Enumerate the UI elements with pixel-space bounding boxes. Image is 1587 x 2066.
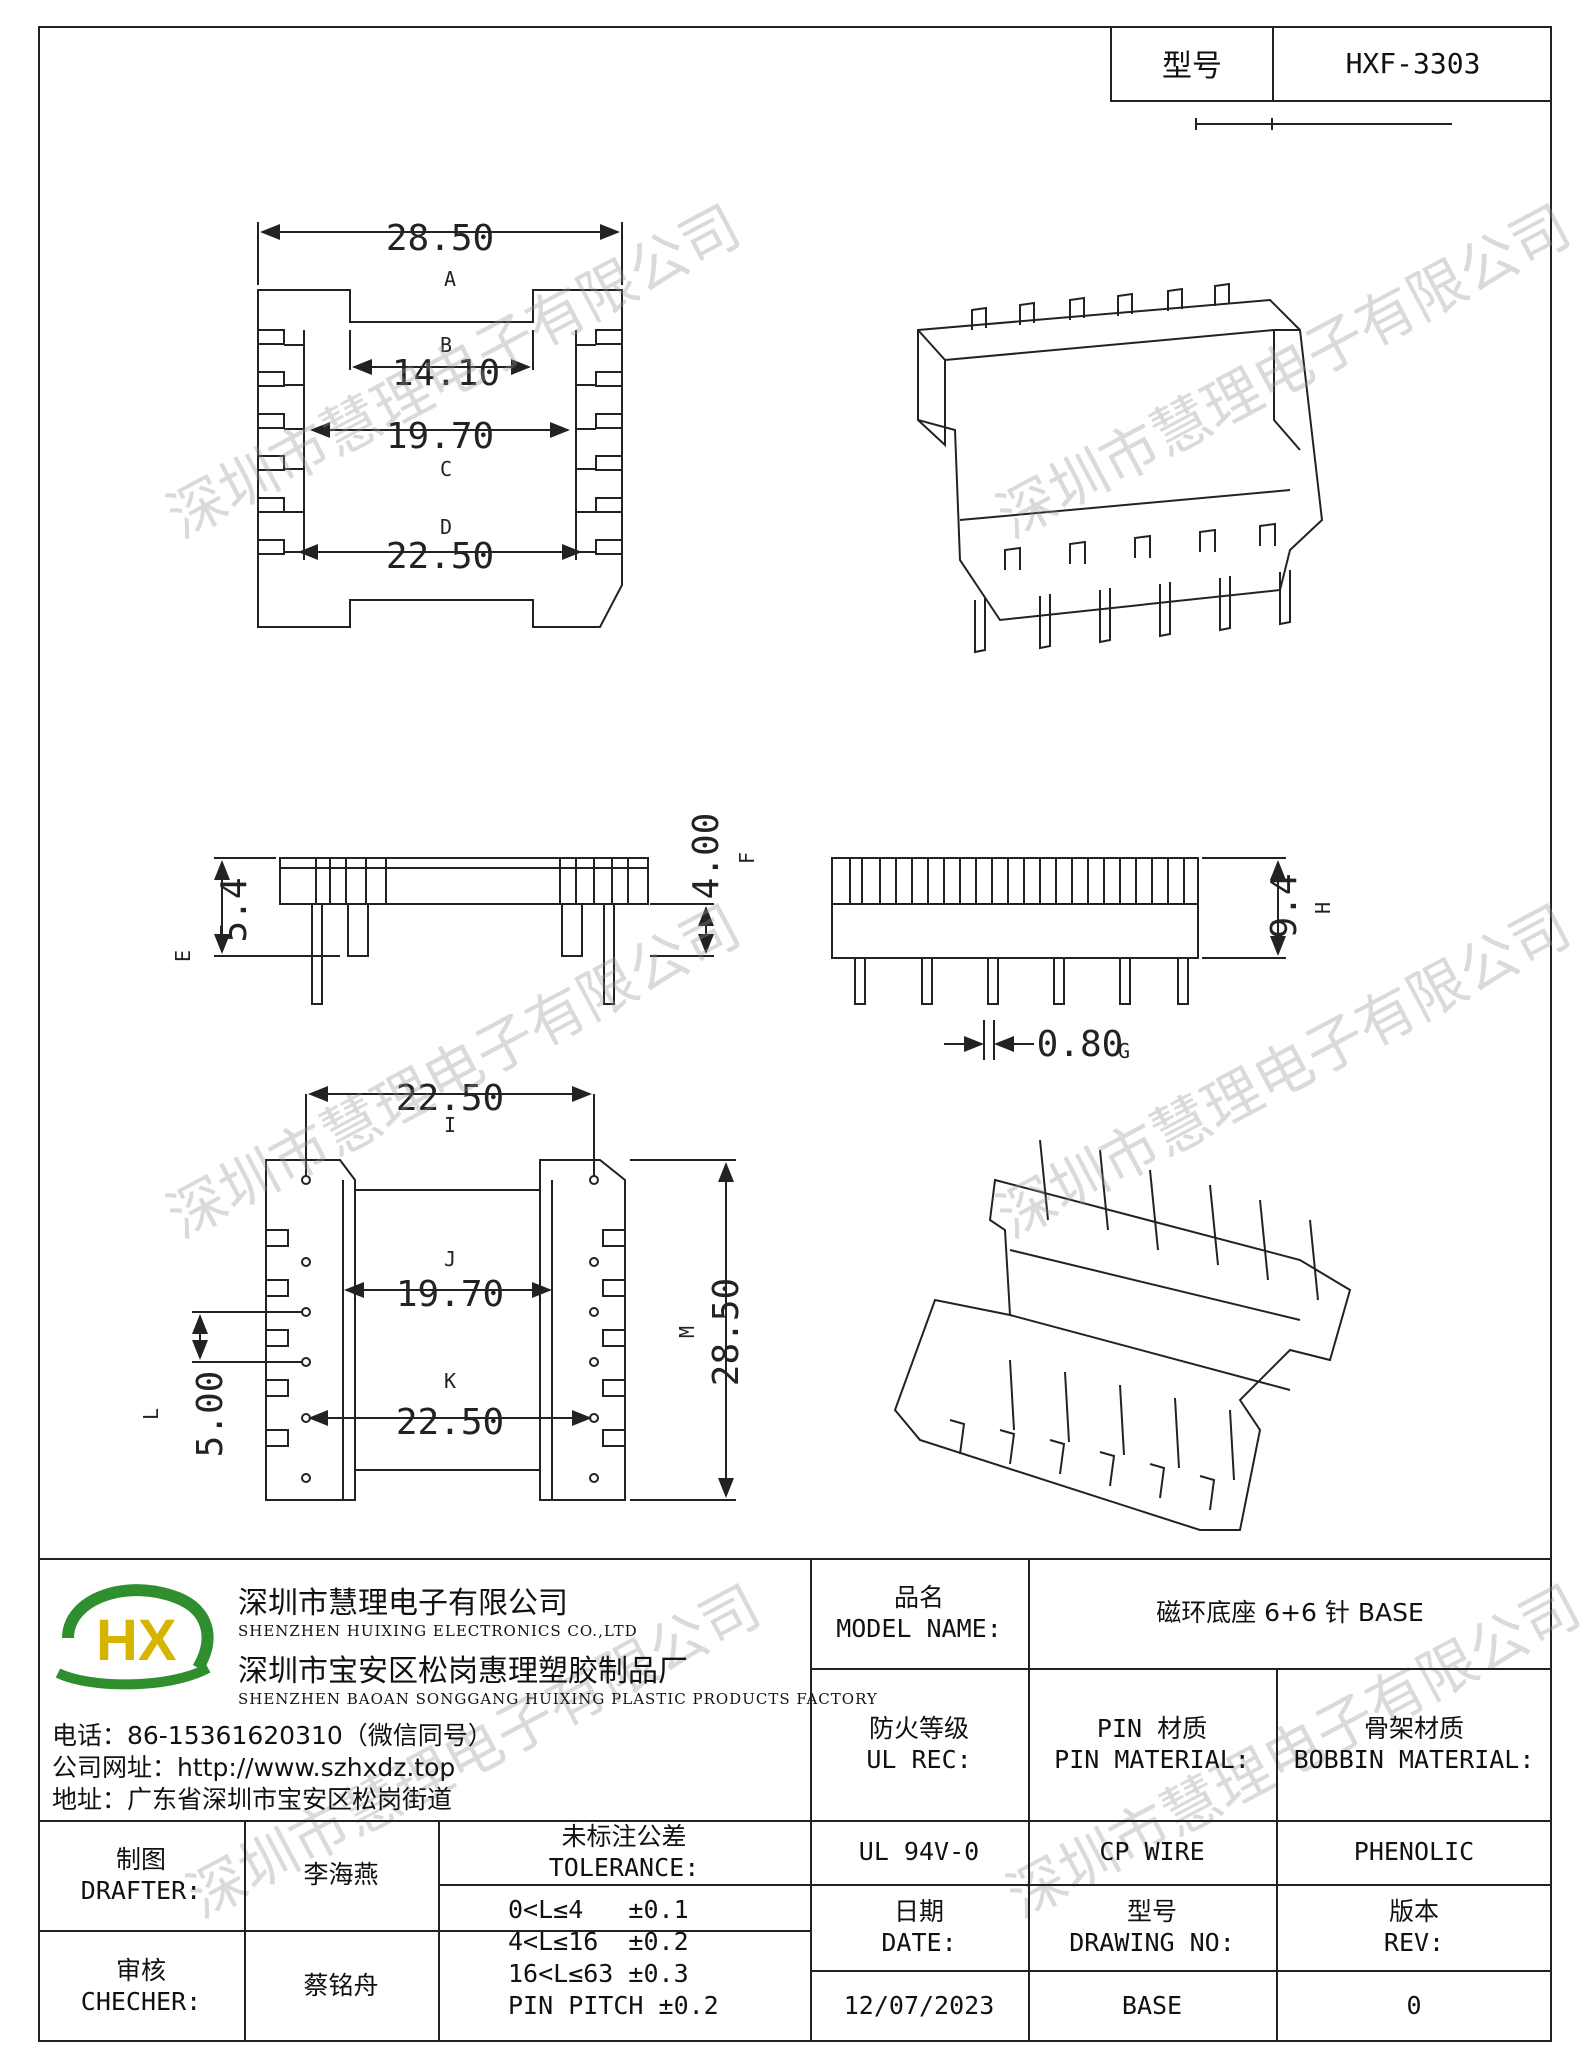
- ul-rec-label-cn: 防火等级: [868, 1713, 969, 1743]
- checker-name: 蔡铭舟: [303, 1971, 379, 2001]
- dim-b-tag: B: [440, 333, 452, 357]
- drafter-label-cn: 制图: [115, 1844, 166, 1874]
- bobbin-material-value: PHENOLIC: [1353, 1837, 1475, 1867]
- drafter-label: 制图 DRAFTER:: [38, 1820, 244, 1930]
- dim-k-tag: K: [444, 1369, 456, 1393]
- dim-l-tag: L: [139, 1408, 163, 1420]
- dim-j-value: 19.70: [396, 1274, 504, 1315]
- dim-h-tag: H: [1311, 902, 1335, 914]
- rev-value: 0: [1406, 1991, 1422, 2021]
- drawing-no-value: BASE: [1121, 1991, 1183, 2021]
- dim-b-value: 14.10: [392, 353, 500, 394]
- dim-d-value: 22.50: [386, 536, 494, 577]
- ul-value: UL 94V-0: [858, 1837, 980, 1867]
- date-label: 日期 DATE:: [810, 1884, 1028, 1970]
- dim-c-tag: C: [440, 457, 452, 481]
- dim-j-tag: J: [444, 1247, 456, 1271]
- top-view-outline: [257, 289, 623, 628]
- date-value: 12/07/2023: [843, 1991, 995, 2021]
- side-view-right: [831, 857, 1199, 1005]
- drawing-no-label-en: DRAWING NO:: [1069, 1928, 1235, 1957]
- bobbin-material-label-cn: 骨架材质: [1363, 1713, 1464, 1743]
- drawing-no-label-cn: 型号: [1126, 1896, 1177, 1926]
- company-website: 公司网址：http://www.szhxdz.top: [52, 1753, 456, 1782]
- pin-material-label-en: PIN MATERIAL:: [1054, 1745, 1250, 1774]
- ul-rec-label-en: UL REC:: [866, 1745, 972, 1774]
- company-logo: HX: [55, 1584, 214, 1690]
- model-name-label: 品名 MODEL NAME:: [810, 1558, 1028, 1668]
- drawing-sheet-border: [38, 26, 1552, 2042]
- dim-f-tag: F: [735, 852, 759, 864]
- dim-f-value: 4.00: [686, 813, 727, 900]
- tolerance-row: 0<L≤4 ±0.1: [508, 1895, 689, 1924]
- company-info: HX 深圳市慧理电子有限公司 SHENZHEN HUIXING ELECTRON…: [38, 1558, 877, 1820]
- tolerance-label: 未标注公差 TOLERANCE:: [438, 1820, 810, 1884]
- bottom-view: [265, 1159, 626, 1501]
- dim-m-tag: M: [675, 1326, 699, 1338]
- dim-l-value: 5.00: [190, 1371, 231, 1458]
- checker-label-cn: 审核: [115, 1955, 166, 1985]
- pin-material-value: CP WIRE: [1099, 1837, 1205, 1867]
- bobbin-material-label: 骨架材质 BOBBIN MATERIAL:: [1276, 1668, 1552, 1820]
- factory-name-cn: 深圳市宝安区松岗惠理塑胶制品厂: [238, 1654, 688, 1689]
- company-address: 地址：广东省深圳市宝安区松岗街道: [52, 1785, 453, 1814]
- dim-d-tag: D: [440, 515, 452, 539]
- factory-name-en: SHENZHEN BAOAN SONGGANG HUIXING PLASTIC …: [238, 1690, 878, 1708]
- title-block: HX 深圳市慧理电子有限公司 SHENZHEN HUIXING ELECTRON…: [38, 1558, 1552, 2042]
- model-value: HXF-3303: [1345, 46, 1481, 80]
- tolerance-row: PIN PITCH ±0.2: [508, 1991, 719, 2020]
- pin-material-label: PIN 材质 PIN MATERIAL:: [1028, 1668, 1276, 1820]
- dim-g-tag: G: [1118, 1039, 1130, 1063]
- dim-i-tag: I: [444, 1113, 456, 1137]
- tolerance-label-cn: 未标注公差: [561, 1821, 687, 1851]
- drafter-label-en: DRAFTER:: [80, 1876, 202, 1905]
- dim-i-value: 22.50: [396, 1078, 504, 1119]
- tolerance-row: 16<L≤63 ±0.3: [508, 1959, 689, 1988]
- company-name-cn: 深圳市慧理电子有限公司: [238, 1586, 568, 1621]
- tolerance-row: 4<L≤16 ±0.2: [508, 1927, 689, 1956]
- dim-m-value: 28.50: [706, 1278, 747, 1386]
- tolerance-label-en: TOLERANCE:: [548, 1853, 700, 1882]
- dim-c-value: 19.70: [386, 416, 494, 457]
- date-label-en: DATE:: [881, 1928, 957, 1957]
- ul-rec-label: 防火等级 UL REC:: [810, 1668, 1028, 1820]
- bobbin-material-label-en: BOBBIN MATERIAL:: [1293, 1745, 1535, 1774]
- dim-h-value: 9.4: [1264, 873, 1305, 938]
- dim-a-tag: A: [444, 267, 456, 291]
- model-number-box: 型号 HXF-3303: [1110, 26, 1552, 102]
- model-name-label-en: MODEL NAME:: [836, 1614, 1002, 1643]
- drafter-name: 李海燕: [303, 1860, 379, 1890]
- isometric-view-top: [917, 282, 1324, 654]
- model-label: 型号: [1112, 26, 1274, 100]
- rev-label: 版本 REV:: [1276, 1884, 1552, 1970]
- rev-label-en: REV:: [1383, 1928, 1445, 1957]
- drawing-no-label: 型号 DRAWING NO:: [1028, 1884, 1276, 1970]
- model-name-value: 磁环底座 6+6 针 BASE: [1156, 1598, 1424, 1628]
- pin-material-label-cn: PIN 材质: [1096, 1713, 1208, 1743]
- dim-g-value: 0.80: [1037, 1024, 1124, 1065]
- rev-label-cn: 版本: [1388, 1896, 1439, 1926]
- side-view-left: [279, 857, 649, 1005]
- checker-label-en: CHECHER:: [80, 1987, 202, 2016]
- date-label-cn: 日期: [893, 1896, 944, 1926]
- isometric-view-bottom: [893, 1139, 1352, 1531]
- dim-e-value: 5.4: [214, 877, 255, 942]
- company-name-en: SHENZHEN HUIXING ELECTRONICS CO.,LTD: [238, 1622, 638, 1640]
- model-name-label-cn: 品名: [893, 1582, 944, 1612]
- company-phone: 电话：86-15361620310（微信同号）: [52, 1721, 493, 1750]
- dim-k-value: 22.50: [396, 1402, 504, 1443]
- checker-label: 审核 CHECHER:: [38, 1930, 244, 2042]
- dim-a-value: 28.50: [386, 218, 494, 259]
- logo-text: HX: [96, 1608, 177, 1673]
- dim-e-tag: E: [171, 950, 195, 962]
